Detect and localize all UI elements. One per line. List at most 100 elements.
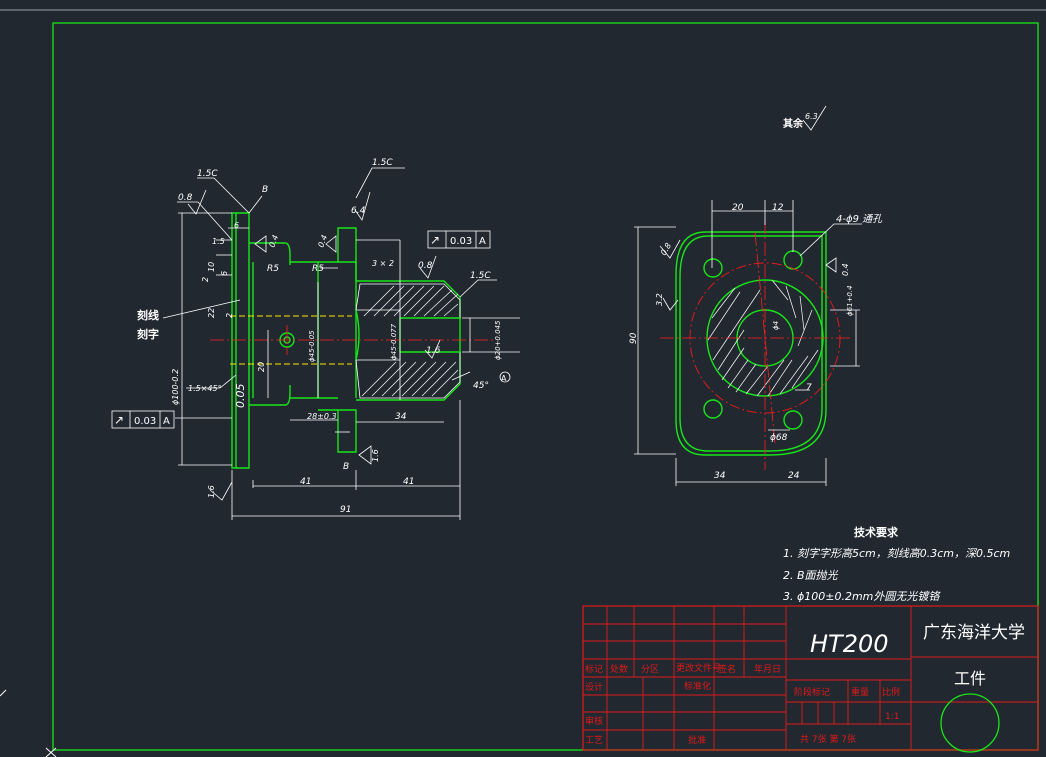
rough-04-b: 0.4 <box>316 234 329 249</box>
dim-45deg: 45° <box>473 381 489 391</box>
rough-08-left: 0.8 <box>178 193 193 203</box>
dim-dia20: ϕ20+0.045 <box>494 320 502 360</box>
dim-6-top: 6 <box>234 221 239 230</box>
tol-bot-ref: A <box>163 416 170 427</box>
tb-process: 工艺 <box>585 735 603 746</box>
tb-review: 审核 <box>585 715 603 727</box>
dim-r5-a: R5 <box>267 264 279 274</box>
tech-req-item-1: 1. 刻字字形高5cm，刻线高0.3cm，深0.5cm <box>783 547 1010 560</box>
label-b-top: B <box>262 185 268 195</box>
dim-91: 91 <box>340 505 351 515</box>
rough-16-mid: 1.6 <box>426 346 441 356</box>
tol-top-sym: ↗ <box>430 233 440 247</box>
chamfer-right: 1.5C <box>470 271 491 281</box>
dim-41-b: 41 <box>403 477 414 487</box>
dim-2a: 2 <box>201 277 210 282</box>
drawing-border <box>52 22 1039 751</box>
tb-h-mark: 标记 <box>585 663 603 675</box>
dim-2b: 2 <box>225 313 234 318</box>
rv-rough-04: 0.4 <box>841 263 850 276</box>
tb-h-zone: 分区 <box>641 664 659 675</box>
tb-design: 设计 <box>585 681 603 693</box>
tb-h-count: 处数 <box>610 663 628 675</box>
dim-dia45b: ϕ45-0.077 <box>390 323 398 360</box>
label-kezi: 刻字 <box>137 327 159 341</box>
tol-bot-sym: ↗ <box>114 413 124 427</box>
tech-requirements: 技术要求 1. 刻字字形高5cm，刻线高0.3cm，深0.5cm 2. B面抛光… <box>783 525 1010 603</box>
datum-a-marker <box>499 371 511 383</box>
label-kexian: 刻线 <box>137 308 159 322</box>
rough-64: 6.4 <box>351 206 366 216</box>
tb-material: HT200 <box>810 630 889 658</box>
dim-22: 22 <box>207 308 216 318</box>
bolt-hole-tl <box>703 258 723 278</box>
tol-frame-bot[interactable]: ↗ 0.03 A <box>111 410 175 429</box>
rv-rough-08: 0.8 <box>659 241 673 257</box>
rv-holes-note: 4-ϕ9 通孔 <box>836 213 883 225</box>
cursor-crosshair-icon <box>0 689 57 757</box>
dim-dia45a: ϕ45-0.05 <box>308 330 316 362</box>
rv-dim-12: 12 <box>772 203 784 213</box>
end-view-profile <box>675 231 827 456</box>
hatch-bottom <box>355 351 461 399</box>
tb-h-sign: 签名 <box>718 663 736 675</box>
tb-part-name: 工件 <box>954 669 986 688</box>
rv-dim-7: 7 <box>806 383 812 393</box>
dim-dia100: ϕ100-0.2 <box>171 369 180 405</box>
rv-dim-90: 90 <box>629 332 639 344</box>
rough-16-b: 1.6 <box>371 449 380 462</box>
tb-school: 广东海洋大学 <box>923 623 1025 643</box>
tb-h-date: 年月日 <box>754 663 781 675</box>
dim-28: 28±0.3 <box>307 412 337 421</box>
tb-scale: 1:1 <box>885 712 899 722</box>
rough-16-bot: 1.6 <box>207 485 216 498</box>
dim-r5-b: R5 <box>312 264 324 274</box>
rv-dim-dia4: ϕ4 <box>772 321 780 330</box>
rv-dim-24: 24 <box>788 471 800 481</box>
dim-41-a: 41 <box>300 477 311 487</box>
tb-approve: 批准 <box>688 734 706 746</box>
dim-3x2: 3 × 2 <box>372 259 394 268</box>
dim-6-mid: 6 <box>220 271 229 276</box>
surface-other-label: 其余 <box>783 117 804 130</box>
tb-seal-circle <box>940 693 1000 753</box>
tb-weight: 重量 <box>851 686 869 698</box>
dim-005: 0.05 <box>234 384 247 409</box>
tol-top-val: 0.03 <box>450 236 472 247</box>
chamfer-15x45: 1.5×45° <box>188 384 222 393</box>
hatch-top <box>355 283 461 319</box>
tech-req-item-3: 3. ϕ100±0.2mm外圆无光镀铬 <box>783 590 941 603</box>
tb-scale-label: 比例 <box>882 686 900 698</box>
chamfer-top-left: 1.5C <box>197 169 218 179</box>
tol-frame-top[interactable]: ↗ 0.03 A <box>427 230 491 249</box>
tech-req-title: 技术要求 <box>854 525 899 539</box>
rough-04-a: 0.4 <box>267 234 280 249</box>
bolt-hole-bl <box>703 399 723 419</box>
dim-20: 20 <box>257 362 266 372</box>
bolt-hole-br <box>783 410 803 430</box>
tb-standardized: 标准化 <box>684 680 711 692</box>
label-b-bot: B <box>343 462 349 472</box>
flange-plate <box>231 212 250 469</box>
rv-dim-34: 34 <box>714 471 726 481</box>
dim-15: 1.5 <box>212 237 225 246</box>
tol-top-ref: A <box>479 236 486 247</box>
surface-finish-other: 其余 6.3 <box>783 105 827 131</box>
tb-sheets: 共 7张 第 7张 <box>800 733 856 745</box>
right-end-view[interactable]: 20 12 4-ϕ9 通孔 0.4 0.8 3.2 90 ϕ61+0.4 ϕ4 … <box>629 200 883 486</box>
dim-34-left: 34 <box>395 412 407 422</box>
chamfer-top-right: 1.5C <box>372 158 393 168</box>
tb-h-change: 更改文件号 <box>676 662 721 674</box>
rv-rough-32: 3.2 <box>655 293 664 306</box>
rv-dim-20: 20 <box>732 203 744 213</box>
left-section-view[interactable]: ↗ 0.03 A ↗ 0.03 A 1.5C 1.5C 1.5C 0.8 0.8… <box>111 158 520 520</box>
tb-stage: 阶段标记 <box>794 686 830 698</box>
title-block[interactable]: 标记 处数 分区 更改文件号 签名 年月日 设计 标准化 审核 工艺 批准 HT… <box>582 605 1039 753</box>
surface-other-value: 6.3 <box>805 112 818 121</box>
rv-dim-dia61: ϕ61+0.4 <box>846 285 854 316</box>
rv-dim-dia68: ϕ68 <box>770 433 788 443</box>
dim-10: 10 <box>207 262 216 272</box>
tech-req-item-2: 2. B面抛光 <box>783 569 839 582</box>
rough-08-mid: 0.8 <box>418 261 433 271</box>
